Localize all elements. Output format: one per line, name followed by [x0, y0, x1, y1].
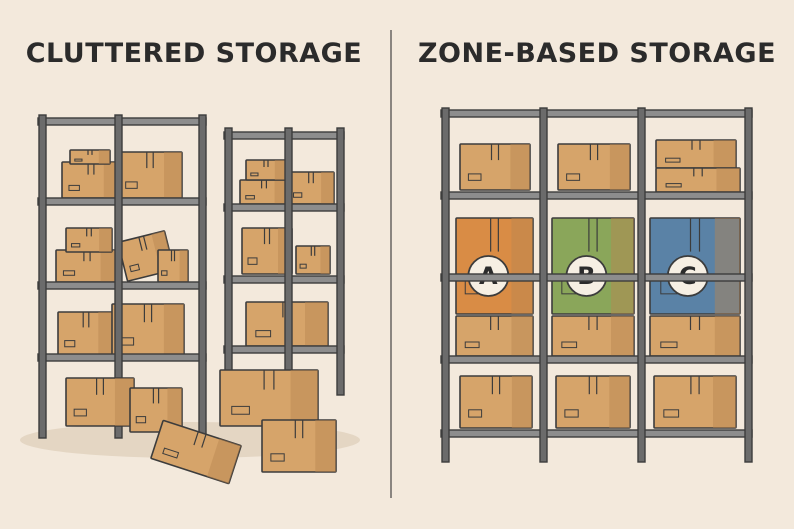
shelf-post: [441, 107, 450, 463]
cluttered-shelf-short: [223, 127, 345, 396]
zone-c: C: [649, 217, 741, 357]
shelf-board: [440, 273, 753, 282]
cardboard-box: [57, 311, 115, 357]
shelf-post: [284, 127, 293, 396]
cardboard-box: [61, 161, 121, 199]
shelf-post: [539, 107, 548, 463]
floor-box: [150, 419, 242, 485]
cardboard-box: [295, 245, 331, 275]
shelf-post: [744, 107, 753, 463]
cardboard-box: [65, 227, 113, 253]
cardboard-box: [287, 171, 335, 205]
shelf-post: [38, 114, 47, 439]
shelf-board: [223, 275, 345, 284]
cardboard-box: [55, 249, 119, 283]
cardboard-box: [649, 315, 741, 357]
cardboard-box: [117, 151, 183, 199]
shelf-post: [224, 127, 233, 396]
cardboard-box: [653, 375, 737, 429]
cardboard-box: [111, 303, 185, 357]
cardboard-box: [459, 375, 533, 429]
shelf-board: [223, 131, 345, 140]
floor-box: [65, 377, 135, 427]
shelf-board: [223, 345, 345, 354]
shelf-post: [637, 107, 646, 463]
zone-a: A: [455, 217, 534, 357]
cardboard-box: [551, 315, 635, 357]
cardboard-box: [245, 159, 287, 181]
cardboard-box: [557, 143, 631, 191]
panel-divider: [390, 30, 392, 498]
shelf-post: [336, 127, 345, 396]
shelf-board: [440, 429, 753, 438]
cardboard-box: [157, 249, 189, 283]
zone-shelf-unit: [440, 107, 753, 463]
cluttered-storage-title: CLUTTERED STORAGE: [25, 38, 363, 69]
cardboard-box: [239, 179, 289, 205]
shelf-board: [223, 203, 345, 212]
cluttered-shelf-tall: [37, 114, 207, 439]
floor-box: [261, 419, 337, 473]
shelf-post: [198, 114, 207, 439]
cardboard-box: [455, 315, 534, 357]
floor-box: [219, 369, 319, 427]
shelf-post: [114, 114, 123, 439]
shelf-board: [440, 109, 753, 118]
zone-based-storage-title: ZONE-BASED STORAGE: [417, 38, 777, 69]
cardboard-box: [655, 139, 737, 169]
zone-based-storage-scene: ABC: [440, 107, 753, 463]
cardboard-box: [655, 167, 741, 193]
floor-box: [129, 387, 183, 433]
cardboard-box: [555, 375, 631, 429]
cardboard-box: [69, 149, 111, 165]
shelf-board: [440, 191, 753, 200]
zone-b: B: [551, 217, 635, 357]
cardboard-box: [459, 143, 531, 191]
cluttered-storage-scene: [20, 114, 360, 485]
shelf-board: [440, 355, 753, 364]
